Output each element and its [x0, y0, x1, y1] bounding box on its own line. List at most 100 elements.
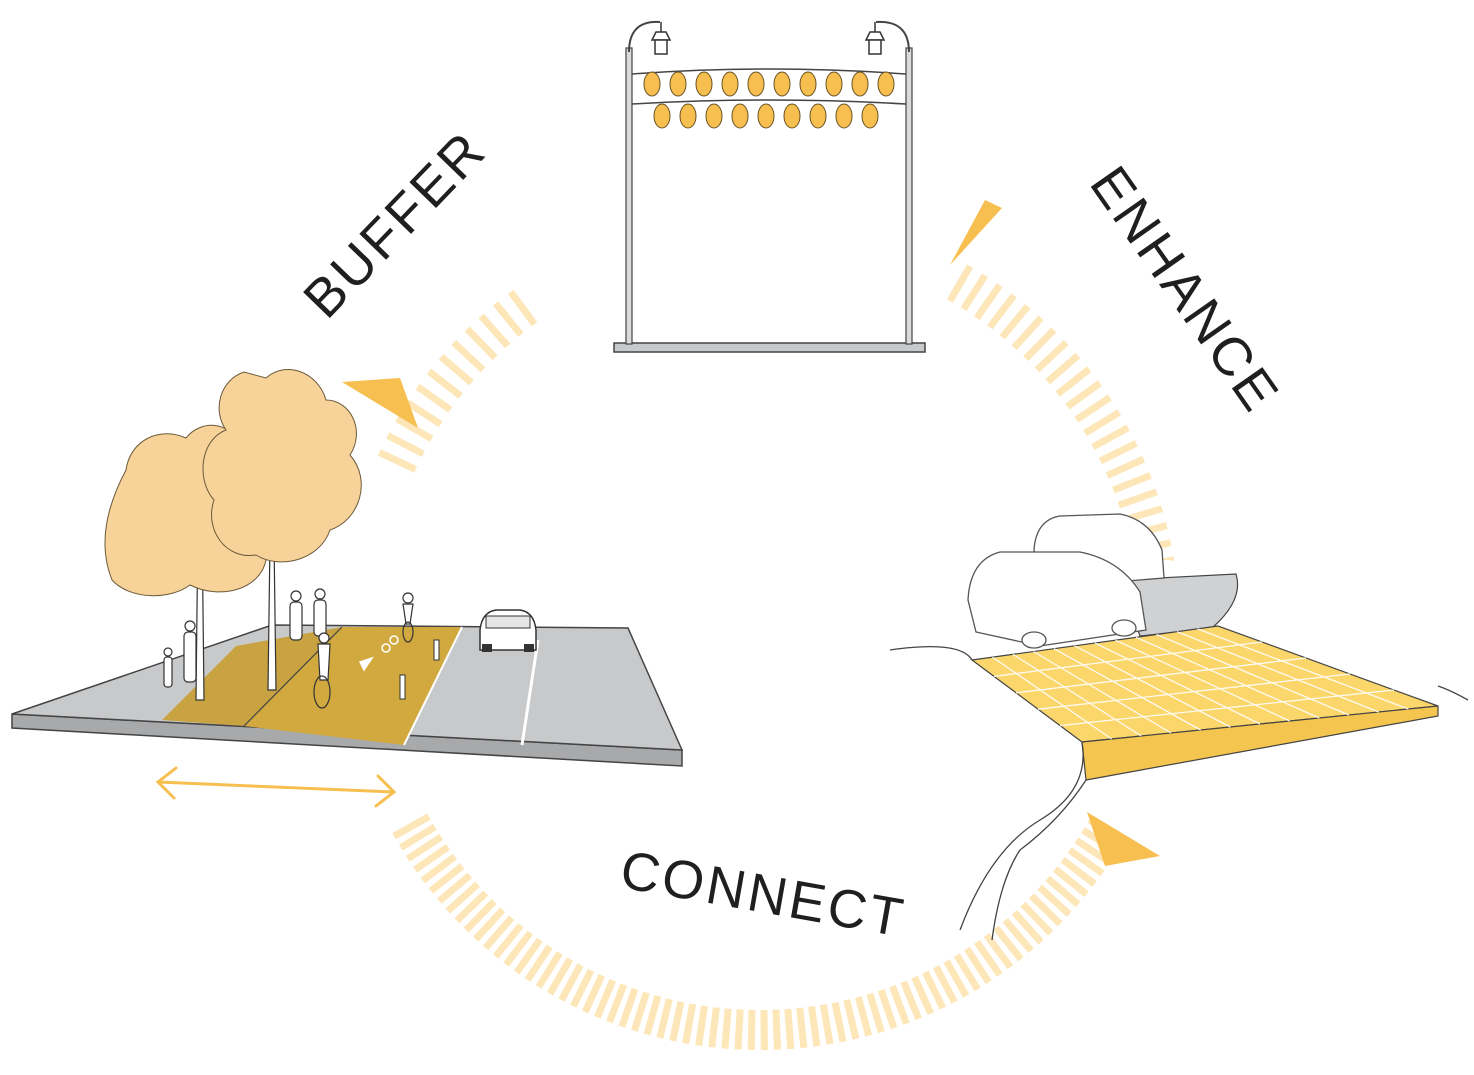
arc-dash — [900, 980, 922, 1021]
crosswalk-grid-line — [1156, 633, 1350, 716]
arc-dash — [513, 937, 543, 975]
arc-dash — [1083, 409, 1122, 437]
arc-dash — [377, 449, 418, 473]
arc-dash — [682, 1003, 697, 1044]
arc-dash — [973, 283, 1003, 320]
arc-dash — [843, 999, 860, 1040]
arc-dash — [1091, 424, 1130, 451]
light-bulb-icon — [643, 71, 661, 97]
crosswalk-grid-line — [1074, 645, 1231, 728]
arc-dash — [426, 368, 463, 399]
arc-dash — [643, 995, 662, 1036]
arc-dash — [454, 890, 489, 924]
arc-dash — [482, 915, 515, 951]
arc-dash — [1002, 917, 1034, 954]
cycle-arrowhead-icon — [342, 378, 418, 428]
arc-dash — [478, 313, 511, 349]
arc-dash — [866, 992, 885, 1034]
crosswalk-grid-line — [1059, 689, 1395, 727]
arc-dash — [420, 853, 458, 884]
light-bulb-icon — [825, 71, 843, 97]
arc-dash — [1045, 352, 1081, 385]
arc-dash — [747, 1009, 756, 1050]
connect-label: CONNECT — [616, 840, 910, 949]
arc-dash — [463, 899, 497, 933]
crosswalk-grid-line — [1012, 653, 1142, 737]
arc-dash — [1037, 884, 1072, 917]
arc-dash — [999, 304, 1031, 340]
arc-dash — [464, 326, 498, 361]
crosswalk-grid-line — [993, 641, 1263, 678]
light-bulb-icon — [757, 103, 775, 129]
arc-dash — [594, 978, 616, 1019]
light-bulb-icon — [773, 71, 791, 97]
arc-dash — [606, 983, 628, 1024]
arc-dash — [960, 273, 989, 312]
arc-dash — [631, 991, 650, 1032]
double-headed-arrow-icon — [155, 766, 397, 808]
arc-dash — [819, 1004, 834, 1045]
arc-dash — [386, 432, 425, 458]
arc-dash — [1045, 875, 1081, 908]
tree-icon — [202, 369, 362, 691]
arc-dash — [392, 813, 431, 840]
arc-dash — [932, 965, 958, 1004]
arc-dash — [831, 1001, 847, 1043]
arc-dash — [922, 970, 946, 1010]
arc-dash — [524, 944, 553, 982]
arc-dash — [1065, 380, 1102, 410]
light-bulb-icon — [835, 103, 853, 129]
arc-dash — [808, 1006, 821, 1047]
arc-dash — [1011, 910, 1044, 945]
arc-dash — [889, 984, 910, 1025]
arc-dash — [546, 957, 574, 996]
arc-dash — [946, 264, 974, 303]
light-bulb-icon — [747, 71, 765, 97]
raised-crosswalk-illustration — [889, 513, 1469, 941]
arc-dash — [1067, 847, 1105, 877]
arc-dash — [877, 989, 898, 1030]
arc-dash — [708, 1007, 720, 1048]
arc-dash — [395, 415, 434, 442]
light-bulb-icon — [679, 103, 697, 129]
arc-dash — [943, 959, 970, 998]
light-bulb-icon — [695, 71, 713, 97]
light-bulb-icon — [877, 71, 895, 97]
arc-dash — [964, 946, 992, 985]
light-bulb-icon — [783, 103, 801, 129]
light-bulb-icon — [731, 103, 749, 129]
cycle-arrowhead-icon — [1087, 812, 1160, 866]
arc-dash — [398, 823, 437, 851]
crosswalk-grid-line — [1037, 673, 1351, 710]
crosswalk-grid-line — [1176, 631, 1379, 713]
light-bulb-icon — [851, 71, 869, 97]
arc-dash — [1020, 901, 1054, 936]
arc-dash — [1053, 866, 1089, 898]
arc-dash — [983, 932, 1014, 970]
arc-dash — [405, 399, 443, 428]
crosswalk-grid-line — [992, 656, 1113, 740]
arc-dash — [993, 925, 1024, 962]
arc-dash — [581, 974, 605, 1014]
arc-dash — [1055, 366, 1092, 397]
arc-dash — [1023, 327, 1057, 361]
street-trees-and-bike-lane-illustration — [11, 369, 684, 808]
connect-arc — [392, 813, 1126, 1051]
arc-dash — [772, 1009, 782, 1050]
crosswalk-grid-line — [1115, 639, 1290, 722]
arc-dash — [695, 1005, 708, 1047]
arc-dash — [492, 301, 524, 337]
arc-dash — [796, 1007, 808, 1049]
arc-dash — [656, 998, 673, 1039]
arc-dash — [1034, 339, 1069, 373]
arc-dash — [1098, 440, 1138, 465]
arc-dash — [436, 872, 473, 904]
light-bulb-icon — [669, 71, 687, 97]
arc-dash — [438, 354, 474, 386]
arc-dash — [1105, 455, 1146, 479]
arc-dash — [734, 1009, 744, 1050]
crosswalk-grid-line — [1135, 636, 1320, 719]
cyclist-icon — [313, 592, 414, 709]
arc-dash — [503, 930, 534, 967]
crosswalk-grid-line — [1015, 657, 1307, 694]
